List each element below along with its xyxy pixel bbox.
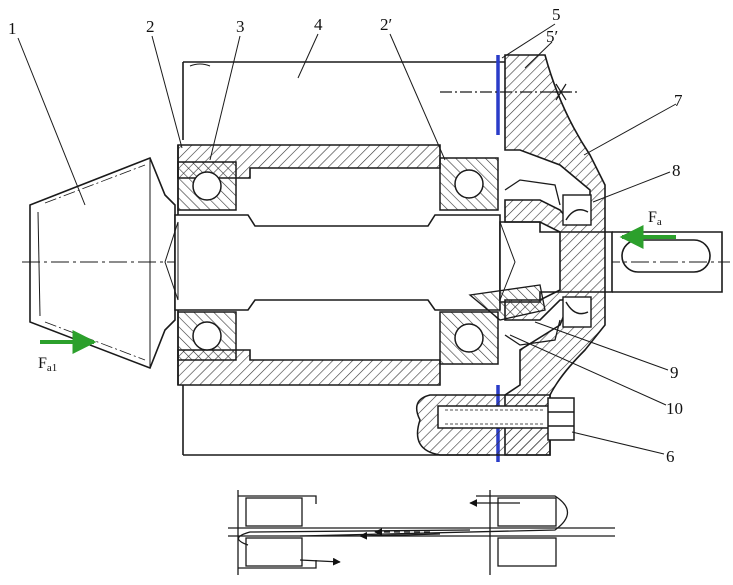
force-path-schematic bbox=[228, 490, 615, 575]
force-label-fa1: Fa1 bbox=[38, 355, 57, 374]
label-4: 4 bbox=[314, 15, 323, 34]
bevel-gear bbox=[29, 156, 176, 370]
bolt bbox=[415, 394, 575, 456]
oil-retainer bbox=[468, 179, 561, 346]
label-7: 7 bbox=[674, 91, 683, 110]
label-2: 2 bbox=[146, 17, 155, 36]
label-5: 5 bbox=[552, 5, 561, 24]
label-2-prime: 2′ bbox=[380, 15, 392, 34]
label-6: 6 bbox=[666, 447, 675, 466]
left-bearing bbox=[177, 161, 237, 361]
thread-mark bbox=[440, 83, 580, 101]
leader-lines bbox=[17, 23, 677, 455]
label-9: 9 bbox=[670, 363, 679, 382]
label-5-prime: 5′ bbox=[546, 27, 558, 46]
label-10: 10 bbox=[666, 399, 683, 418]
part-numbers: 1 2 3 4 2′ 5 5′ 7 8 9 10 6 bbox=[8, 5, 683, 466]
label-3: 3 bbox=[236, 17, 245, 36]
force-label-fa: Fa bbox=[648, 209, 662, 228]
right-bearing bbox=[439, 157, 499, 365]
label-1: 1 bbox=[8, 19, 17, 38]
label-8: 8 bbox=[672, 161, 681, 180]
seal bbox=[562, 194, 592, 328]
